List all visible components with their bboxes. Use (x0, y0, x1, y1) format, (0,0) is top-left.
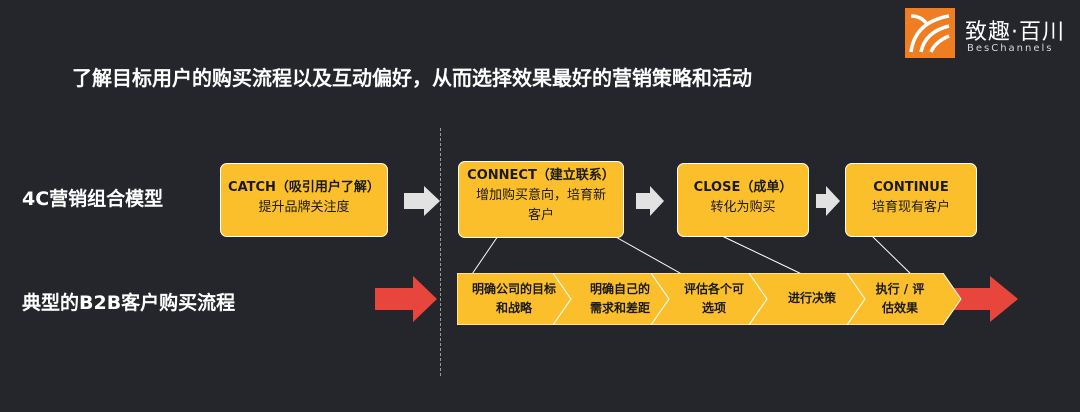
dashed-divider (440, 128, 441, 376)
process-step-line: 估效果 (881, 301, 918, 315)
process-step-2: 明确自己的 需求和差距 (568, 280, 672, 318)
process-chevron (748, 273, 866, 325)
red-arrow-left-icon (375, 276, 437, 322)
process-step-line: 明确公司的目标 (471, 282, 556, 296)
arrow-right-icon (636, 186, 664, 216)
stage-title: CLOSE（成单） (693, 180, 793, 195)
logo-title: 致趣·百川 (965, 20, 1065, 45)
stage-desc: 转化为购买 (710, 200, 776, 215)
row-label-4c-model: 4C营销组合模型 (22, 188, 164, 210)
process-step-line: 评估各个可 (683, 282, 744, 296)
process-step-line: 选项 (701, 301, 726, 315)
process-chevron (650, 273, 768, 325)
process-chevron (552, 273, 670, 325)
process-step-4: 进行决策 (760, 289, 864, 308)
process-step-5: 执行 / 评 估效果 (852, 280, 948, 318)
connector-line (871, 235, 916, 279)
arrow-right-icon (816, 186, 840, 216)
logo-mark-icon (905, 8, 955, 58)
connector-line (721, 235, 811, 279)
stage-desc-2: 客户 (527, 208, 554, 223)
stage-box-continue: CONTINUE 培育现有客户 (845, 163, 977, 237)
red-arrow-right-icon (940, 276, 1018, 322)
process-step-line: 需求和差距 (589, 301, 650, 315)
process-chevron (846, 273, 962, 325)
stage-desc: 提升品牌关注度 (258, 200, 350, 215)
row-label-b2b-process: 典型的B2B客户购买流程 (22, 292, 236, 314)
process-step-line: 进行决策 (787, 291, 836, 305)
logo-subtitle: BesChannels (967, 43, 1054, 54)
process-step-3: 评估各个可 选项 (662, 280, 766, 318)
process-step-line: 执行 / 评 (875, 282, 925, 296)
process-step-1: 明确公司的目标 和战略 (462, 280, 566, 318)
stage-box-catch: CATCH（吸引用户了解） 提升品牌关注度 (220, 163, 388, 237)
stage-title: CATCH（吸引用户了解） (228, 180, 380, 195)
stage-box-close: CLOSE（成单） 转化为购买 (677, 163, 809, 237)
page-headline: 了解目标用户的购买流程以及互动偏好，从而选择效果最好的营销策略和活动 (72, 66, 752, 90)
stage-desc: 培育现有客户 (871, 200, 950, 215)
stage-desc: 增加购买意向，培育新 (475, 188, 606, 203)
stage-title: CONNECT（建立联系） (467, 168, 615, 183)
process-step-line: 明确自己的 (589, 282, 650, 296)
process-chevron-band (457, 273, 962, 325)
arrow-right-icon (404, 186, 440, 216)
stage-title: CONTINUE (873, 180, 949, 195)
brand-logo: 致趣·百川 BesChannels (905, 8, 1065, 58)
stage-box-connect: CONNECT（建立联系） 增加购买意向，培育新 客户 (458, 161, 624, 238)
process-step-line: 和战略 (495, 301, 532, 315)
